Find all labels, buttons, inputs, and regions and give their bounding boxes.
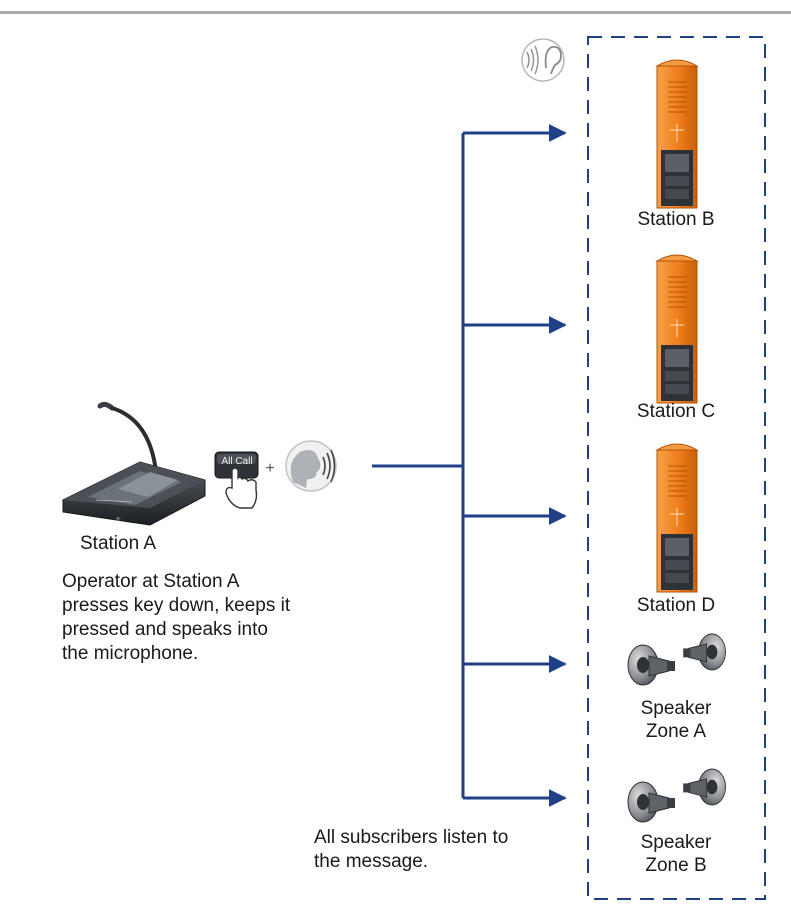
speaker-zone-b-line: Zone B — [645, 855, 707, 876]
instruction-line: pressed and speaks into — [62, 619, 268, 640]
horn-speaker-icon — [682, 633, 726, 671]
horn-speaker-icon — [627, 781, 676, 823]
speaker-zone-b-line: Speaker — [640, 832, 712, 853]
speaker-zone-a-line: Zone A — [645, 721, 707, 742]
horn-speaker-icon — [627, 644, 676, 686]
instruction-line: the microphone. — [62, 643, 199, 664]
listen-note: All subscribers listen to the message. — [314, 826, 508, 874]
speaker-zone-a-line: Speaker — [640, 698, 712, 719]
finger-press-icon — [214, 451, 259, 509]
speaking-head-icon — [285, 440, 337, 492]
distribution-lines — [372, 124, 567, 807]
plus-sign: + — [265, 460, 275, 477]
desk-microphone-station-icon: + — [62, 401, 206, 526]
intercom-station-icon — [656, 254, 698, 404]
station-a-label: Station A — [80, 533, 157, 554]
top-rule — [0, 11, 791, 14]
horn-speaker-icon — [682, 768, 726, 806]
instruction-line: presses key down, keeps it — [62, 595, 291, 616]
intercom-station-icon — [656, 59, 698, 209]
listen-note-line: the message. — [314, 851, 429, 872]
station-b-label: Station B — [637, 209, 715, 230]
instruction-caption: Operator at Station A presses key down, … — [62, 570, 290, 666]
svg-text:+: + — [115, 514, 120, 524]
listen-note-line: All subscribers listen to — [314, 827, 509, 848]
instruction-line: Operator at Station A — [62, 571, 240, 592]
station-d-label: Station D — [636, 595, 716, 616]
ear-sound-icon — [521, 38, 565, 82]
speaker-zone-b-label: Speaker Zone B — [606, 831, 746, 877]
speaker-zone-a-label: Speaker Zone A — [606, 697, 746, 743]
intercom-station-icon — [656, 443, 698, 593]
all-call-key-label: All Call — [221, 456, 253, 467]
station-c-label: Station C — [636, 401, 716, 422]
subscriber-group-border — [587, 36, 766, 900]
